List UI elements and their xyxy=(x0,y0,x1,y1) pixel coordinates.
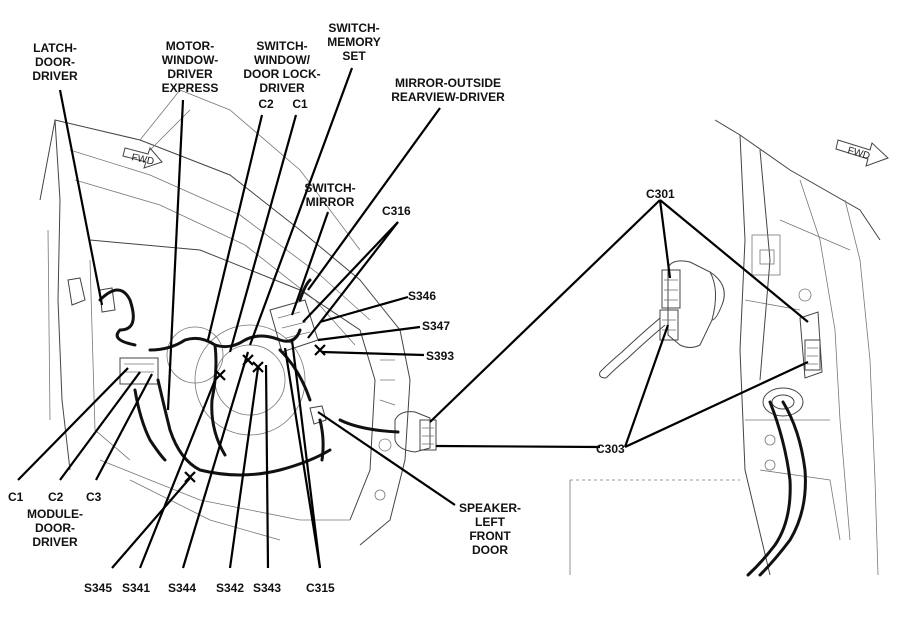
svg-text:MIRROR-OUTSIDE: MIRROR-OUTSIDE xyxy=(395,76,501,90)
label-c303: C303 xyxy=(596,442,625,456)
fwd-arrow-right: FWD xyxy=(835,139,889,167)
svg-text:MOTOR-: MOTOR- xyxy=(166,39,214,53)
svg-text:MODULE-: MODULE- xyxy=(27,507,83,521)
svg-text:LEFT: LEFT xyxy=(475,515,506,529)
svg-text:DRIVER: DRIVER xyxy=(32,69,78,83)
leader-lines xyxy=(17,67,809,569)
svg-text:FRONT: FRONT xyxy=(469,529,511,543)
fwd-arrow-left: FWD xyxy=(122,147,163,169)
label-s346: S346 xyxy=(408,289,436,303)
label-c1-top: C1 xyxy=(292,97,308,111)
svg-text:DRIVER: DRIVER xyxy=(167,67,213,81)
label-switch-memory-set: SWITCH- MEMORY SET xyxy=(327,21,381,63)
door-sketch-left xyxy=(39,89,411,546)
splice-markers xyxy=(184,344,326,483)
label-s393: S393 xyxy=(426,349,454,363)
label-speaker-left-front-door: SPEAKER- LEFT FRONT DOOR xyxy=(459,501,521,557)
label-s342: S342 xyxy=(216,581,244,595)
label-s345: S345 xyxy=(84,581,112,595)
label-c2-top: C2 xyxy=(258,97,274,111)
label-switch-mirror: SWITCH- MIRROR xyxy=(304,181,355,209)
svg-text:DRIVER: DRIVER xyxy=(32,535,78,549)
label-s347: S347 xyxy=(422,319,450,333)
svg-text:WINDOW-: WINDOW- xyxy=(162,53,218,67)
label-c2-bottom: C2 xyxy=(48,490,64,504)
label-c3-bottom: C3 xyxy=(86,490,102,504)
svg-text:SWITCH-: SWITCH- xyxy=(328,21,379,35)
label-mirror-outside-rearview-driver: MIRROR-OUTSIDE REARVIEW-DRIVER xyxy=(391,76,505,104)
svg-text:DOOR: DOOR xyxy=(472,543,508,557)
svg-text:REARVIEW-DRIVER: REARVIEW-DRIVER xyxy=(391,90,505,104)
fwd-label-right: FWD xyxy=(846,145,871,162)
label-switch-window-door-lock-driver: SWITCH- WINDOW/ DOOR LOCK- DRIVER C2 C1 xyxy=(243,39,320,111)
label-s344: S344 xyxy=(168,581,196,595)
label-motor-window-driver-express: MOTOR- WINDOW- DRIVER EXPRESS xyxy=(162,39,219,95)
fwd-label: FWD xyxy=(130,152,155,167)
svg-text:DRIVER: DRIVER xyxy=(259,81,305,95)
svg-text:DOOR-: DOOR- xyxy=(35,55,75,69)
connector-assembly-right xyxy=(599,260,725,379)
svg-text:DOOR-: DOOR- xyxy=(35,521,75,535)
svg-text:WINDOW/: WINDOW/ xyxy=(254,53,311,67)
label-c316: C316 xyxy=(382,204,411,218)
label-c315: C315 xyxy=(306,581,335,595)
svg-text:SWITCH-: SWITCH- xyxy=(256,39,307,53)
svg-text:DOOR LOCK-: DOOR LOCK- xyxy=(243,67,320,81)
labels: LATCH- DOOR- DRIVER MOTOR- WINDOW- DRIVE… xyxy=(8,21,675,595)
svg-text:SPEAKER-: SPEAKER- xyxy=(459,501,521,515)
label-s341: S341 xyxy=(122,581,150,595)
svg-text:EXPRESS: EXPRESS xyxy=(162,81,219,95)
label-module-door-driver: MODULE- DOOR- DRIVER xyxy=(27,507,83,549)
label-c301: C301 xyxy=(646,187,675,201)
label-s343: S343 xyxy=(253,581,281,595)
svg-text:MIRROR: MIRROR xyxy=(306,195,355,209)
svg-text:LATCH-: LATCH- xyxy=(33,41,77,55)
svg-text:MEMORY: MEMORY xyxy=(327,35,381,49)
svg-text:SET: SET xyxy=(342,49,366,63)
svg-text:SWITCH-: SWITCH- xyxy=(304,181,355,195)
label-c1-bottom: C1 xyxy=(8,490,24,504)
door-sketch-right xyxy=(569,119,881,577)
harness-left xyxy=(98,278,437,477)
label-latch-door-driver: LATCH- DOOR- DRIVER xyxy=(32,41,78,83)
